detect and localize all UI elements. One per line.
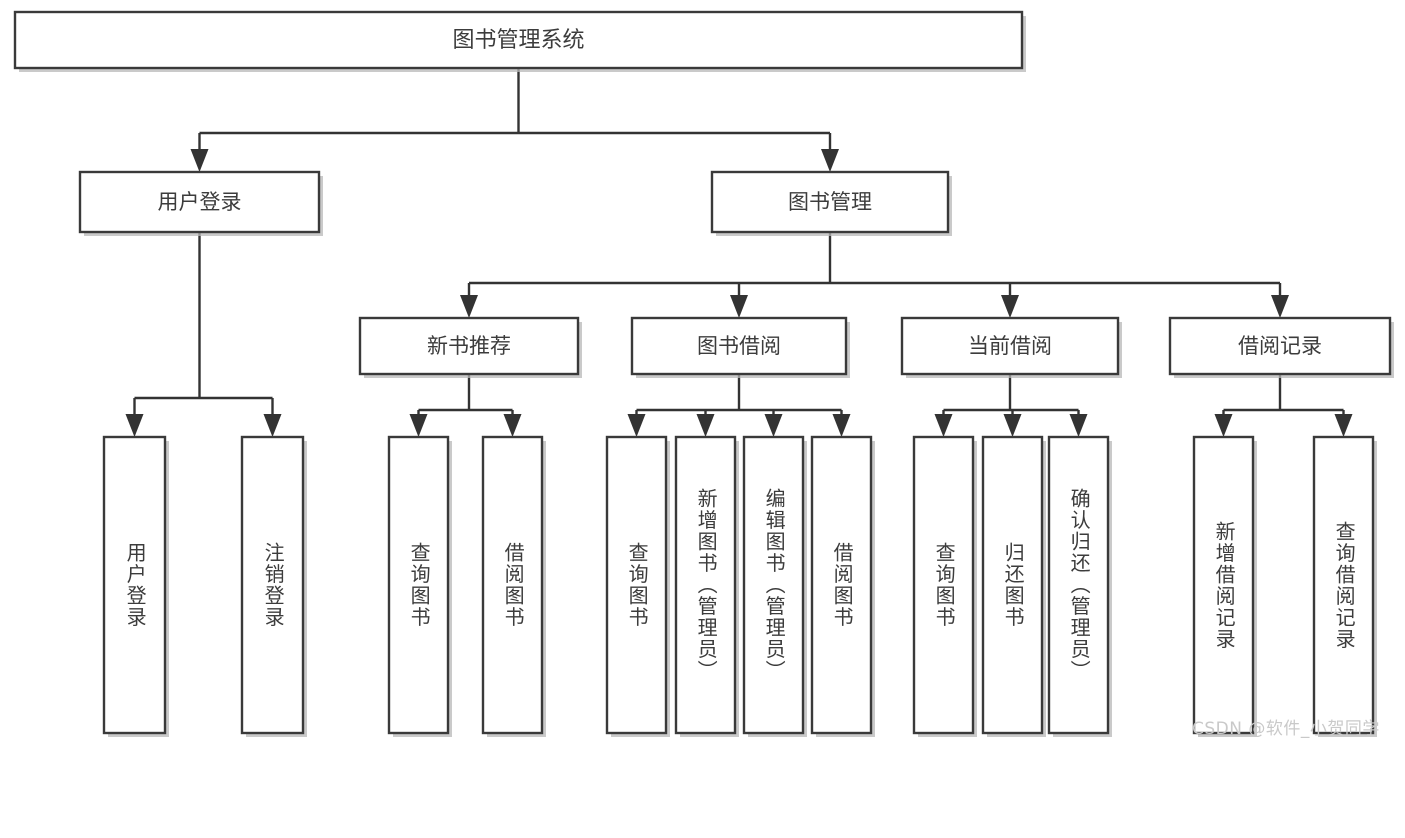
node-root[interactable] <box>13 10 1024 70</box>
node-query-book-1[interactable] <box>387 435 450 735</box>
node-add-borrow-record[interactable] <box>1192 435 1255 735</box>
conn-current-borrow-arrow-1 <box>1003 414 1022 437</box>
conn-new-book-recommend-arrow-0 <box>409 414 428 437</box>
node-book-borrow[interactable] <box>630 316 848 376</box>
node-current-borrow[interactable] <box>900 316 1120 376</box>
node-book-manage-label: 图书管理 <box>788 190 872 214</box>
node-query-borrow-record[interactable] <box>1312 435 1375 735</box>
node-confirm-return-admin[interactable] <box>1047 435 1110 735</box>
conn-root-arrow-0 <box>190 149 209 172</box>
csdn-watermark: CSDN @软件_小贺同学 <box>1192 719 1380 739</box>
conn-book-manage-arrow-3 <box>1271 295 1289 318</box>
conn-root-arrow-1 <box>821 149 839 172</box>
node-edit-book-admin[interactable] <box>742 435 805 735</box>
conn-borrow-record-arrow-0 <box>1214 414 1233 437</box>
node-query-book-2[interactable] <box>605 435 668 735</box>
node-root-label: 图书管理系统 <box>452 28 584 53</box>
conn-book-borrow-arrow-1 <box>696 414 715 437</box>
conn-borrow-record-arrow-1 <box>1334 414 1353 437</box>
node-borrow-book-2[interactable] <box>810 435 873 735</box>
node-box-layer <box>13 10 1394 737</box>
conn-book-manage-arrow-0 <box>460 295 478 318</box>
conn-book-borrow-arrow-3 <box>832 414 851 437</box>
node-query-book-3[interactable] <box>912 435 975 735</box>
connector-layer <box>125 68 1353 437</box>
node-user-login[interactable] <box>78 170 321 234</box>
node-new-book-recommend[interactable] <box>358 316 580 376</box>
node-book-manage[interactable] <box>710 170 950 234</box>
node-user-login-do[interactable] <box>102 435 167 735</box>
conn-book-manage-arrow-1 <box>730 295 748 318</box>
conn-current-borrow-arrow-2 <box>1069 414 1088 437</box>
node-borrow-book-1[interactable] <box>481 435 544 735</box>
node-user-logout[interactable] <box>240 435 305 735</box>
conn-user-login-arrow-0 <box>125 414 144 437</box>
diagram-canvas-root: 图书管理系统用户登录图书管理新书推荐图书借阅当前借阅借阅记录 用户登录注销登录查… <box>13 10 1394 739</box>
node-borrow-record-label: 借阅记录 <box>1238 334 1322 358</box>
conn-book-manage-arrow-2 <box>1001 295 1019 318</box>
node-user-login-label: 用户登录 <box>158 190 242 214</box>
node-new-book-recommend-label: 新书推荐 <box>427 334 511 358</box>
node-book-borrow-label: 图书借阅 <box>697 334 781 358</box>
conn-new-book-recommend-arrow-1 <box>503 414 522 437</box>
node-current-borrow-label: 当前借阅 <box>968 334 1052 358</box>
node-add-book-admin[interactable] <box>674 435 737 735</box>
conn-book-borrow-arrow-0 <box>627 414 646 437</box>
conn-book-borrow-arrow-2 <box>764 414 783 437</box>
conn-user-login-arrow-1 <box>263 414 282 437</box>
node-borrow-record[interactable] <box>1168 316 1392 376</box>
node-return-book[interactable] <box>981 435 1044 735</box>
conn-current-borrow-arrow-0 <box>934 414 953 437</box>
